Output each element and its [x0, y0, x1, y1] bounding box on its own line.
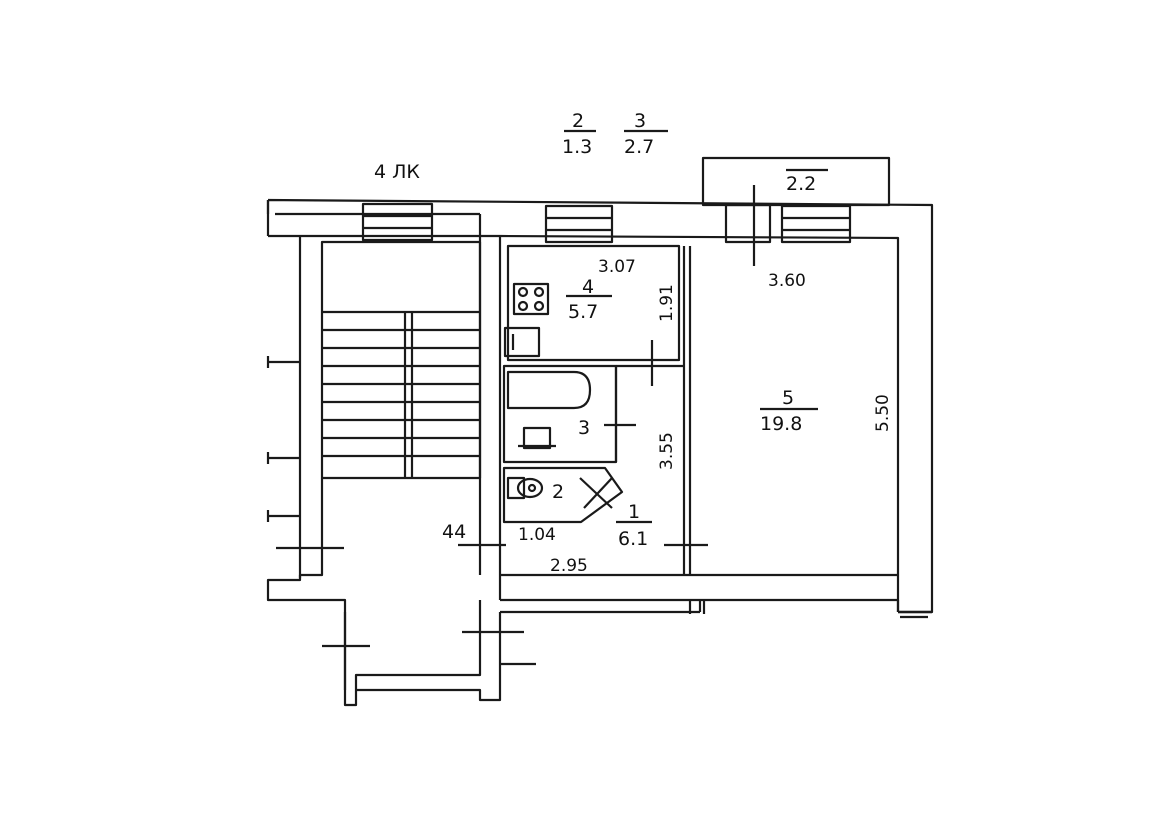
room5-depth: 5.50	[873, 394, 893, 432]
balcony-door	[724, 185, 772, 266]
window-kitchen	[544, 204, 614, 244]
legend-room-2: 2	[572, 110, 584, 132]
room1-area: 6.1	[618, 528, 648, 550]
toilet-room	[502, 466, 624, 524]
window-left	[361, 202, 434, 242]
stove-icon	[512, 282, 550, 316]
apartment-bottom-wall	[500, 573, 898, 614]
room5-number: 5	[782, 387, 794, 409]
room4-area: 5.7	[568, 301, 598, 323]
wall-ticks	[266, 356, 932, 666]
room3-number: 3	[578, 417, 590, 439]
toilet-cross-b	[583, 477, 613, 509]
legend-area-2: 1.3	[562, 136, 592, 158]
room4-number: 4	[582, 276, 594, 298]
kitchen	[506, 244, 681, 362]
room2-number: 2	[552, 481, 564, 503]
wall-mark: 44	[442, 521, 466, 543]
toilet-icon	[506, 476, 544, 500]
apartment-inner-wall	[498, 234, 900, 612]
legend-room-3: 3	[634, 110, 646, 132]
staircase	[320, 240, 482, 480]
stair-label: 4 ЛК	[374, 161, 420, 183]
room5-width: 3.60	[768, 271, 806, 291]
washbasin-icon	[518, 426, 556, 450]
toilet-width: 1.04	[518, 525, 556, 545]
sink-icon	[503, 326, 541, 358]
bath-depth: 3.55	[657, 432, 677, 470]
toilet-cross-a	[579, 477, 613, 509]
stairwell-wall	[266, 200, 480, 216]
bathroom	[502, 364, 618, 464]
window-room	[780, 204, 852, 244]
room1-number: 1	[628, 501, 640, 523]
stairwell-lower	[266, 478, 502, 707]
balcony-area: 2.2	[786, 173, 816, 195]
right-wall-end	[896, 600, 932, 614]
hall-width: 2.95	[550, 556, 588, 576]
kitchen-width: 3.07	[598, 257, 636, 277]
legend-area-3: 2.7	[624, 136, 654, 158]
room5-area: 19.8	[760, 413, 802, 435]
kitchen-depth: 1.91	[657, 284, 677, 322]
partition-wall	[614, 246, 692, 575]
bathtub-icon	[506, 370, 592, 410]
inner-wall-top	[268, 214, 500, 578]
